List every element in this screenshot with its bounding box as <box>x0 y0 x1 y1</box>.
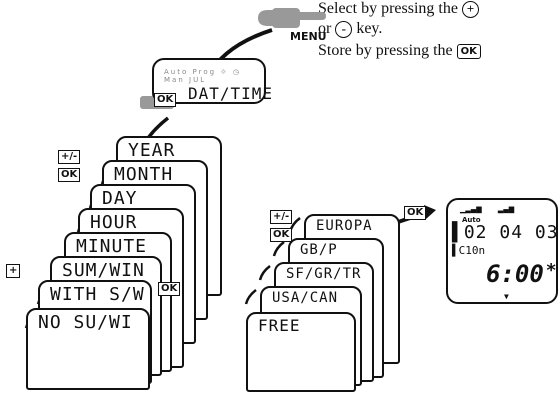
display-text: DAT/TIME <box>188 84 274 103</box>
instruction-store-text: Store by pressing the <box>318 42 453 59</box>
ok-key-right: OK <box>270 228 293 242</box>
indicator-jul: JUL <box>189 76 207 84</box>
card-month-label: MONTH <box>114 164 174 185</box>
instruction-select-text: Select by pressing the <box>318 0 458 17</box>
card-hour-label: HOUR <box>90 212 138 233</box>
card-no-su-wi: NO SU/WI <box>26 308 150 390</box>
instruction-key-text: key. <box>356 20 383 37</box>
display-final: ▁▂▃▅ ▂▃▅ Auto ▌02 04 03 ▌C10n 6:00* ▼ <box>446 198 558 304</box>
bar-icon: ▌ <box>452 222 464 243</box>
card-free: FREE <box>246 312 356 392</box>
ok-key-top: OK <box>154 93 177 107</box>
final-time-text: 6:00 <box>486 260 544 288</box>
final-time: 6:00* <box>486 260 557 288</box>
ok-key-icon: OK <box>456 43 481 59</box>
instruction-line-1: Select by pressing the + <box>318 0 479 18</box>
card-usa-can-label: USA/CAN <box>272 290 339 306</box>
final-code: ▌C10n <box>452 244 485 257</box>
plus-minus-key-right: +/- <box>270 210 293 224</box>
card-minute-label: MINUTE <box>76 236 148 257</box>
instruction-or-text: or <box>318 20 332 37</box>
instruction-line-3: Store by pressing the OK <box>318 42 481 60</box>
menu-hand-icon <box>258 8 326 28</box>
indicator-auto: Auto <box>164 68 189 76</box>
card-sum-win-label: SUM/WIN <box>62 260 145 281</box>
ok-key-left: OK <box>58 168 81 182</box>
final-code-text: C10n <box>458 244 486 257</box>
final-date-text: 02 04 03 <box>463 222 558 243</box>
final-star: * <box>545 260 557 281</box>
signal-icons: ▁▂▃▅ ▂▃▅ <box>460 204 515 214</box>
card-sf-gr-tr-label: SF/GR/TR <box>286 266 362 282</box>
display-indicators: Auto Prog ☼ ◷ Man JUL <box>164 68 264 84</box>
clock-icon: ◷ <box>232 68 241 76</box>
indicator-prog: Prog <box>192 68 217 76</box>
card-year-label: YEAR <box>128 140 176 161</box>
card-europa-label: EUROPA <box>316 218 373 234</box>
ok-key-middle: OK <box>158 282 181 296</box>
plus-minus-key-left: +/- <box>58 150 81 164</box>
plus-key-left: + <box>6 264 21 278</box>
indicator-man: Man <box>164 76 185 84</box>
card-day-label: DAY <box>102 188 138 209</box>
instruction-line-2: or - key. <box>318 20 382 38</box>
menu-label: MENU <box>290 30 327 43</box>
down-triangle-icon: ▼ <box>504 292 509 301</box>
bar-icon-2: ▌ <box>452 244 459 257</box>
sun-icon: ☼ <box>220 68 229 76</box>
card-gb-p-label: GB/P <box>300 242 338 258</box>
plus-key-icon: + <box>461 0 479 18</box>
card-free-label: FREE <box>258 316 301 335</box>
card-no-su-wi-label: NO SU/WI <box>38 312 133 333</box>
final-auto: Auto <box>462 216 481 224</box>
ok-key-final: OK <box>404 206 427 220</box>
final-date: ▌02 04 03 <box>452 222 558 243</box>
card-with-s-w-label: WITH S/W <box>50 284 145 305</box>
minus-key-icon: - <box>335 20 353 38</box>
